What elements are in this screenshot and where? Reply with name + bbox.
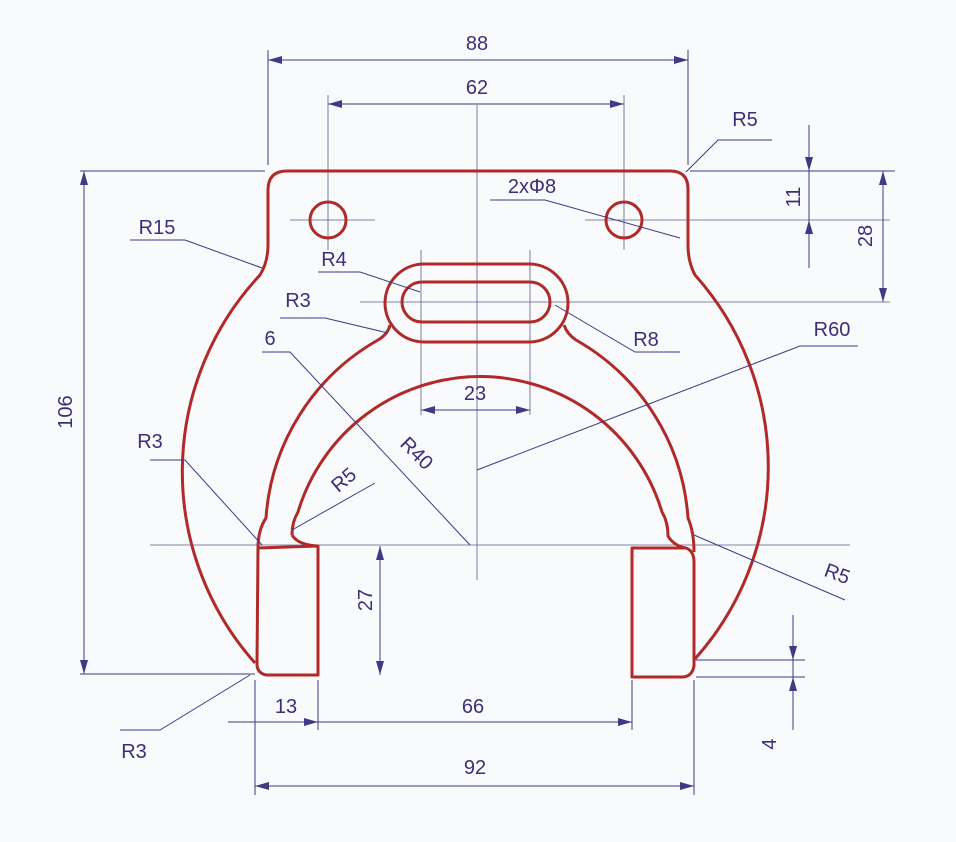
dim-r40: R40 — [395, 433, 437, 475]
dim-6: 6 — [264, 328, 275, 350]
dim-holes: 2xΦ8 — [508, 176, 556, 198]
hole-right — [604, 200, 644, 240]
inner-arch — [290, 375, 687, 550]
band-outer-left — [256, 324, 392, 549]
dim-28: 28 — [855, 225, 877, 247]
right-foot — [630, 546, 696, 679]
dim-13: 13 — [275, 696, 297, 718]
dim-r15: R15 — [139, 217, 176, 239]
dim-23: 23 — [464, 383, 486, 405]
dim-11: 11 — [783, 187, 805, 208]
arrowheads — [80, 56, 887, 790]
dim-r5-right: R5 — [821, 560, 853, 589]
left-foot — [255, 544, 320, 677]
dim-r8: R8 — [633, 329, 659, 351]
dim-r60: R60 — [814, 319, 851, 341]
dim-92: 92 — [464, 757, 486, 779]
dim-66: 66 — [462, 696, 484, 718]
dimension-lines — [80, 50, 895, 795]
dim-r3-slot: R3 — [285, 290, 311, 312]
center-lines — [150, 95, 890, 580]
dimension-labels: 88 62 R5 2xΦ8 11 28 R15 R4 R3 R8 R60 6 2… — [55, 33, 877, 779]
dim-106: 106 — [55, 395, 77, 428]
dim-r5-top: R5 — [732, 109, 758, 131]
dim-r5-left: R5 — [327, 464, 361, 497]
dim-4: 4 — [759, 738, 781, 749]
dim-r3-bottom: R3 — [121, 741, 147, 763]
dim-r3-foot: R3 — [137, 431, 163, 453]
slot-outer — [383, 262, 570, 344]
hole-left — [308, 200, 348, 240]
dim-r4: R4 — [321, 249, 347, 271]
dim-62: 62 — [466, 77, 488, 99]
band-outer-right — [562, 324, 696, 553]
part-outline — [180, 169, 770, 679]
slot-inner — [400, 280, 552, 324]
inner-arch-left-end — [290, 534, 319, 548]
dim-27: 27 — [355, 589, 377, 611]
dim-88: 88 — [466, 33, 488, 55]
outer-contour — [180, 169, 770, 664]
